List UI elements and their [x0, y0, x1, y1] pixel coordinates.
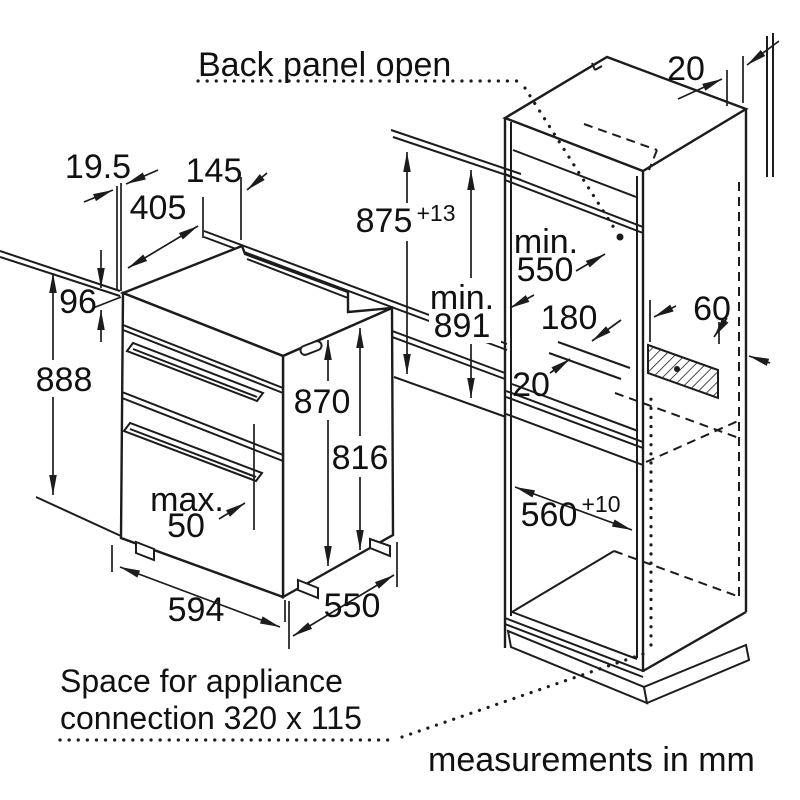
oven-door-divider-1 — [121, 391, 284, 456]
oven-dimensions: 888 96 19.5 405 145 870 816 594 550 max. — [36, 148, 398, 649]
cabinet-open-back-dashed-shelf — [614, 392, 740, 439]
cabinet-side-bottom-edge — [642, 610, 747, 673]
cabinet-bottom-front-edge-1 — [504, 617, 644, 672]
cabinet-top-notch-2 — [594, 65, 603, 71]
dim-cabinet-min-height-prefix: min. — [430, 279, 494, 317]
dim-20-shelf-arrow — [549, 358, 571, 374]
dim-oven-body-height: 816 — [332, 439, 389, 477]
dim-cabinet-rear-top-gap: 20 — [667, 50, 705, 88]
label-backing — [429, 280, 501, 343]
dim-594-line — [119, 566, 281, 628]
dim-cabinet-rear-clearance: 180 — [541, 299, 598, 337]
niche-top-reference-outer — [390, 129, 522, 175]
dim-cabinet-niche-height: 875 — [356, 202, 413, 240]
captions: Back panel open Space for appliance conn… — [60, 46, 755, 779]
dim-oven-handle-prefix: max. — [150, 481, 224, 519]
cabinet-top-notch-1 — [591, 62, 596, 71]
shelf-gap-line-upper — [557, 341, 631, 369]
dim-560-line — [514, 486, 633, 531]
cabinet-floor-rear-dashed — [613, 550, 738, 597]
oven-door-divider-2 — [121, 397, 284, 462]
cabinet-shelf-rear-edge — [511, 383, 639, 432]
back-panel-leader-end-dot — [616, 233, 624, 241]
dim-oven-handle-projection: 50 — [167, 507, 205, 545]
dim-145-arrow — [246, 172, 268, 191]
oven-control-panel-line-2 — [122, 329, 284, 394]
cabinet-interior-ceiling-edge — [512, 149, 637, 198]
cabinet-top-rail-bottom-2 — [504, 179, 644, 234]
dim-cabinet-niche-width: 560 — [521, 496, 578, 534]
dim-oven-body-top-depth: 405 — [130, 189, 187, 227]
dim-19-5-arrow-left — [83, 189, 114, 203]
dim-550-line — [292, 574, 395, 637]
dim-180-arrow — [591, 319, 622, 342]
oven-drawing — [119, 244, 395, 600]
cabinet-open-back-dashed-cross — [645, 420, 739, 463]
dim-cabinet-niche-height-tolerance: +13 — [416, 200, 455, 226]
cabinet-top-open-back-dashed-1 — [583, 123, 658, 151]
dim-oven-top-clearance: 96 — [59, 283, 97, 321]
dim-oven-width: 594 — [168, 591, 225, 629]
cabinet-top-rail-bottom-1 — [504, 173, 644, 228]
dim-20-top-arrow-right — [746, 40, 780, 66]
oven-front-face — [119, 291, 285, 599]
dim-cabinet-min-height: 891 — [434, 307, 491, 345]
dim-60-arrow-left — [653, 304, 677, 318]
cabinet-shelf-top-edge-2 — [505, 396, 644, 449]
oven-foot-front-left — [135, 540, 155, 562]
oven-lower-handle-edge — [129, 428, 257, 478]
wall-pointer-arrow — [748, 355, 771, 366]
oven-foot-rear — [369, 537, 391, 558]
dim-20-top-arrow-left — [677, 78, 723, 100]
cabinet-floor-front-edge — [511, 611, 638, 660]
floor-line — [35, 496, 122, 537]
dim-max50-arrow — [218, 502, 246, 520]
dim-cabinet-min-depth-prefix: min. — [514, 223, 578, 261]
dim-oven-front-height: 870 — [294, 383, 351, 421]
cabinet-top-open-back-dashed-2 — [648, 149, 658, 171]
cabinet-drawing — [502, 55, 751, 705]
cabinet-bottom-front-edge-2 — [504, 623, 644, 678]
connection-note-line2: connection 320 x 115 — [60, 700, 362, 736]
dim-cabinet-shelf-gap: 20 — [512, 366, 550, 404]
back-panel-open-label: Back panel open — [198, 46, 451, 84]
dim-cabinet-niche-width-tolerance: +10 — [581, 491, 620, 517]
connection-area-dot — [674, 366, 680, 372]
measurements-note: measurements in mm — [428, 741, 755, 779]
cabinet-plinth-front — [506, 629, 649, 705]
connection-note-line1: Space for appliance — [60, 663, 343, 699]
dim-oven-front-overhang: 19.5 — [65, 148, 131, 186]
dim-oven-overall-height: 888 — [36, 361, 93, 399]
cabinet-shelf-top-edge-1 — [505, 390, 644, 443]
worktop-line-left-inner — [0, 256, 121, 297]
cabinet-shelf-bottom-edge — [505, 413, 644, 466]
niche-top-reference-inner — [392, 136, 522, 181]
dim-min550-arrow-front — [509, 294, 535, 309]
dim-cabinet-connection-offset: 60 — [693, 290, 731, 328]
oven-control-panel-line-1 — [122, 324, 284, 389]
back-panel-leader-dotted — [523, 86, 618, 233]
dim-oven-depth: 550 — [324, 587, 381, 625]
dim-min550-arrow-rear — [575, 253, 606, 272]
dim-96-extension — [92, 296, 122, 309]
oven-upper-handle-edge — [132, 348, 258, 398]
cabinet-dimensions: 20 875 +13 min. 891 min. 550 180 20 60 5… — [356, 40, 780, 534]
oven-side-vent-slot — [299, 340, 323, 356]
dim-405-line — [127, 225, 199, 269]
dim-60-arrow-right — [713, 317, 729, 338]
appliance-connection-hatched-area — [647, 343, 719, 400]
dim-cabinet-min-depth: 550 — [517, 251, 574, 289]
dim-oven-control-panel-depth: 145 — [186, 152, 243, 190]
niche-bottom-reference — [393, 376, 507, 418]
cabinet-floor-left-edge — [511, 550, 615, 613]
cabinet-top-face — [502, 55, 749, 173]
connection-note-leader-dotted — [400, 652, 645, 739]
oven-top-rear-rail — [246, 258, 349, 299]
leader-lines — [58, 79, 653, 742]
cabinet-plinth-side — [642, 643, 751, 705]
dim-19-5-arrow-right — [125, 169, 159, 185]
shelf-gap-line-lower — [548, 352, 622, 380]
